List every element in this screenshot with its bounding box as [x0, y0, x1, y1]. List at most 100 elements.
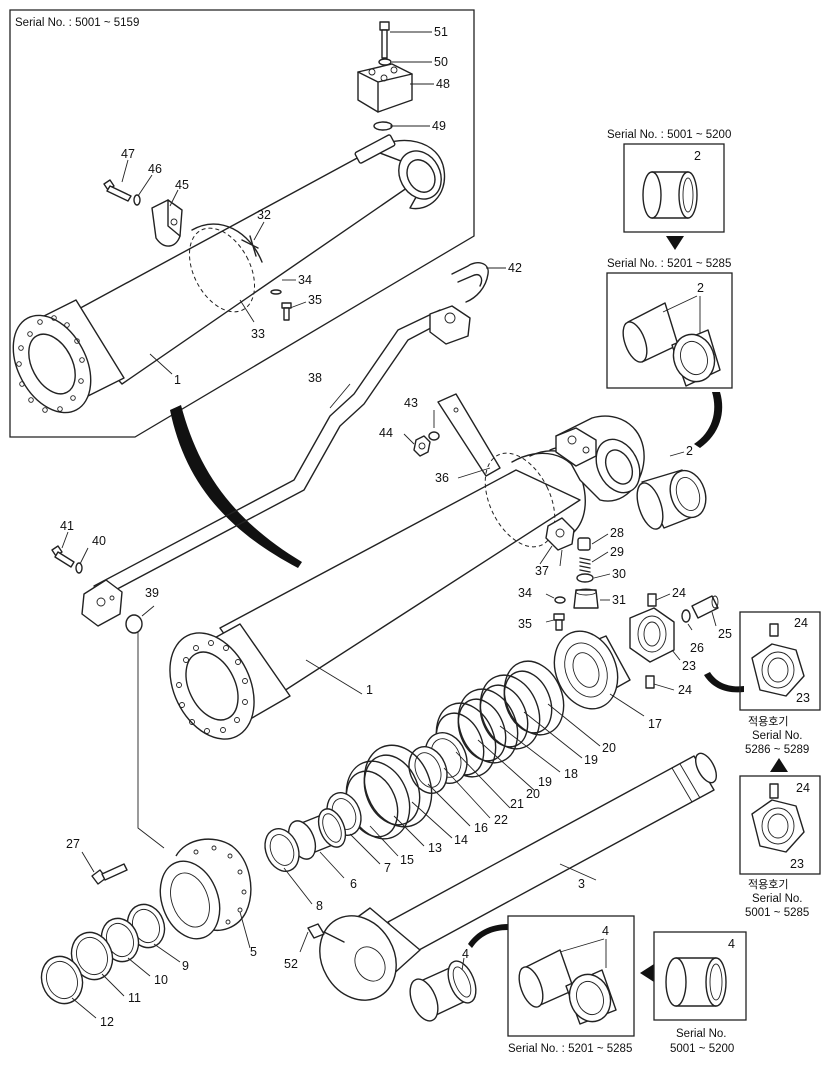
- rod-eye: [319, 907, 421, 1001]
- callout-32: 32: [257, 208, 271, 222]
- nut-inset-b-callout-24: 24: [796, 781, 810, 795]
- callout-24-top: 24: [672, 586, 686, 600]
- bushing-2-main: [636, 469, 707, 530]
- callout-15: 15: [400, 853, 414, 867]
- pin-25: [691, 595, 719, 619]
- bushing-inset-top-a-serial: Serial No. : 5001 ~ 5200: [607, 129, 731, 141]
- curved-arrow-rod-bushing: [468, 924, 508, 948]
- callout-44: 44: [379, 426, 393, 440]
- curved-arrow-nut-inset: [704, 672, 744, 693]
- callout-31: 31: [612, 593, 626, 607]
- callout-50: 50: [434, 55, 448, 69]
- callout-27: 27: [66, 837, 80, 851]
- inset-bolt-47: [103, 179, 132, 202]
- nut-23: [629, 607, 675, 663]
- bolt-27: [91, 863, 128, 885]
- callout-33: 33: [251, 327, 265, 341]
- callout-17: 17: [648, 717, 662, 731]
- bushing-inset-top-a: Serial No. : 5001 ~ 5200 2: [607, 129, 731, 233]
- callout-14: 14: [454, 833, 468, 847]
- callout-43: 43: [404, 396, 418, 410]
- inset-washer-46: [133, 194, 141, 206]
- callout-37: 37: [535, 564, 549, 578]
- callout-4-bottom-a: 4: [602, 924, 609, 938]
- inset-block-48: [357, 63, 413, 113]
- callout-5: 5: [250, 945, 257, 959]
- callout-26: 26: [690, 641, 704, 655]
- callout-29: 29: [610, 545, 624, 559]
- callout-42: 42: [508, 261, 522, 275]
- washer-34-main: [554, 596, 566, 604]
- arrow-left-bottom-bushings: [640, 964, 654, 982]
- inset-frame-top-left: Serial No. : 5001 ~ 5159: [9, 9, 475, 438]
- callout-12: 12: [100, 1015, 114, 1029]
- callout-3: 3: [578, 877, 585, 891]
- nut-inset-a-note: 적용호기: [748, 715, 788, 728]
- nut-inset-b-callout-23: 23: [790, 857, 804, 871]
- piston-17: [553, 630, 631, 710]
- callout-28: 28: [610, 526, 624, 540]
- main-cylinder-tube: [169, 415, 645, 740]
- callout-25: 25: [718, 627, 732, 641]
- nut-inset-a-callout-24: 24: [794, 616, 808, 630]
- curved-arrow-inset-to-tube: [170, 405, 302, 568]
- inset-cylinder-tube: [12, 134, 446, 414]
- inset-clamp-45: [151, 199, 183, 247]
- callout-13: 13: [428, 841, 442, 855]
- callout-51: 51: [434, 25, 448, 39]
- callout-35-inset: 35: [308, 293, 322, 307]
- callout-36: 36: [435, 471, 449, 485]
- washer-43: [428, 431, 440, 441]
- bolt-35-main: [553, 613, 565, 631]
- arrow-up-nut-insets: [770, 758, 788, 772]
- washer-40: [75, 562, 83, 574]
- callout-20-left: 20: [526, 787, 540, 801]
- main-flange-holes: [176, 640, 248, 734]
- callout-10: 10: [154, 973, 168, 987]
- callout-23: 23: [682, 659, 696, 673]
- cap-28: [577, 537, 591, 551]
- bushing-4-main: [409, 960, 477, 1022]
- callout-18: 18: [564, 767, 578, 781]
- callout-16: 16: [474, 821, 488, 835]
- inset-band-32: [241, 235, 259, 257]
- callout-1-main: 1: [366, 683, 373, 697]
- nut-inset-a-serial-range: 5286 ~ 5289: [745, 744, 809, 756]
- leader-lines: [61, 31, 717, 1019]
- callout-35-main: 35: [518, 617, 532, 631]
- inset-bolt-51: [379, 21, 390, 59]
- bushing-6: [287, 808, 347, 860]
- callout-21: 21: [510, 797, 524, 811]
- callout-4-main: 4: [462, 947, 469, 961]
- oring-30: [576, 573, 594, 583]
- callout-19-left: 19: [538, 775, 552, 789]
- bolt-41: [51, 545, 75, 568]
- bushing-inset-bottom-b-serial-range: 5001 ~ 5200: [670, 1043, 734, 1055]
- callout-49: 49: [432, 119, 446, 133]
- nut-inset-b-serial-range: 5001 ~ 5285: [745, 907, 809, 919]
- pipe-leader-to-head: [137, 632, 165, 849]
- u-bolt-42: [451, 262, 489, 303]
- callout-22: 22: [494, 813, 508, 827]
- nut-44: [413, 435, 431, 457]
- callout-19-right: 19: [584, 753, 598, 767]
- callout-2-top-a: 2: [694, 149, 701, 163]
- screw-24-top: [647, 593, 657, 607]
- bushing-inset-top-b-serial: Serial No. : 5201 ~ 5285: [607, 258, 731, 270]
- callout-52: 52: [284, 957, 298, 971]
- nut-inset-b-note: 적용호기: [748, 878, 788, 891]
- arrow-down-top-bushings: [666, 236, 684, 250]
- ring-26: [681, 609, 691, 623]
- spring-29: [579, 557, 591, 573]
- inset-oring-49: [373, 121, 393, 131]
- callout-8: 8: [316, 899, 323, 913]
- callout-40: 40: [92, 534, 106, 548]
- callout-41: 41: [60, 519, 74, 533]
- callout-47: 47: [121, 147, 135, 161]
- fitting-31: [573, 588, 599, 609]
- ring-8: [264, 828, 300, 872]
- nut-inset-b-serial-label: Serial No.: [752, 893, 803, 905]
- bushing-inset-bottom-b: 4 Serial No. 5001 ~ 5200: [653, 931, 747, 1055]
- callout-34-inset: 34: [298, 273, 312, 287]
